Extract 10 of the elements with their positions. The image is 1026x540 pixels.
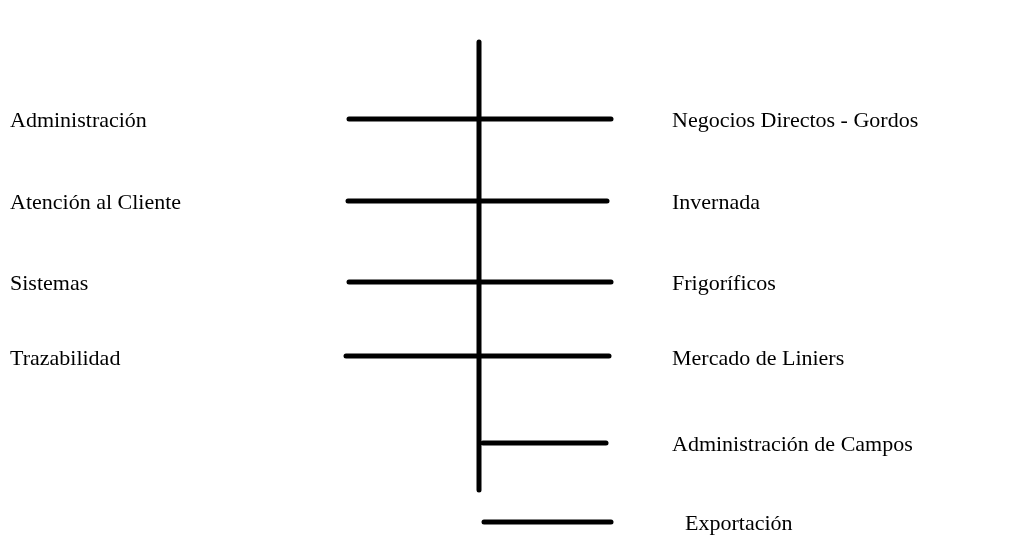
branch-label: Sistemas bbox=[10, 270, 89, 296]
branch-label: Atención al Cliente bbox=[10, 189, 182, 215]
branch-label: Invernada bbox=[672, 189, 760, 215]
branch-label: Exportación bbox=[685, 510, 793, 536]
branch-label: Negocios Directos - Gordos bbox=[672, 107, 919, 133]
branch-label: Administración de Campos bbox=[672, 431, 913, 457]
branch-label: Frigoríficos bbox=[672, 270, 776, 296]
branch-label: Trazabilidad bbox=[10, 345, 121, 371]
branch-label: Mercado de Liniers bbox=[672, 345, 845, 371]
branch-label: Administración bbox=[10, 107, 147, 133]
